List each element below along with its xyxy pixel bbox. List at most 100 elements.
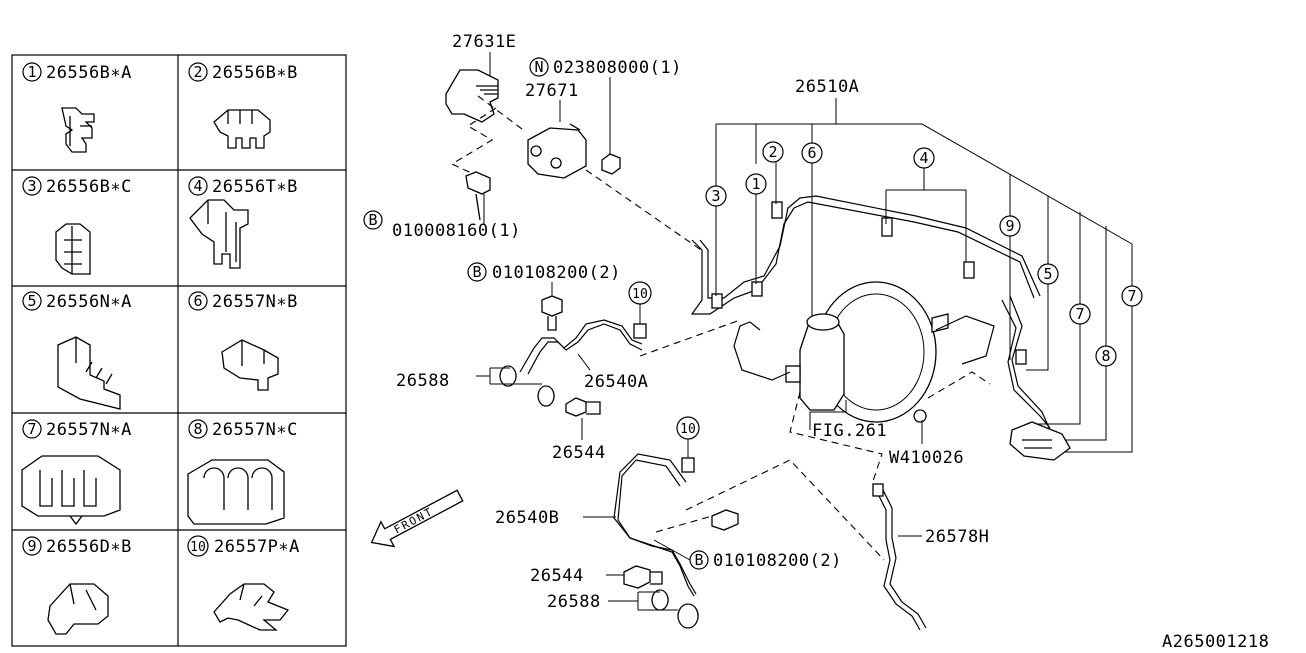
legend-num: 8 bbox=[193, 420, 202, 438]
callout-4: 4 bbox=[885, 147, 967, 262]
union-bolt-icon bbox=[541, 295, 563, 331]
svg-text:10: 10 bbox=[632, 287, 648, 302]
front-arrow: FRONT bbox=[370, 489, 464, 548]
part-27671-label: 27671 bbox=[525, 81, 579, 101]
legend-num: 2 bbox=[193, 63, 202, 81]
callout-10a: 10 bbox=[628, 281, 652, 324]
callout-6: 6 bbox=[801, 142, 823, 164]
svg-text:2: 2 bbox=[768, 143, 777, 161]
callout-10b: 10 bbox=[676, 416, 700, 458]
nut-icon bbox=[601, 153, 621, 175]
clip-1-icon bbox=[61, 107, 95, 153]
svg-text:9: 9 bbox=[1005, 217, 1014, 235]
clip-3-icon bbox=[55, 223, 91, 275]
svg-text:7: 7 bbox=[1075, 305, 1084, 323]
washer-icon bbox=[677, 603, 699, 629]
callout-1: 1 bbox=[745, 173, 767, 284]
legend-cell-8: 8 26557N∗C bbox=[187, 419, 298, 525]
legend-code: 26557P∗A bbox=[214, 537, 300, 557]
callout-2: 2 bbox=[762, 141, 784, 204]
pipe-26578h: 26578H bbox=[872, 483, 989, 631]
legend-num: 6 bbox=[193, 292, 202, 310]
bolt1-code-label: 010008160(1) bbox=[392, 221, 521, 241]
pipe-clip-icon bbox=[771, 201, 783, 219]
legend-code: 26556N∗A bbox=[46, 292, 132, 312]
part-26540b-label: 26540B bbox=[495, 508, 559, 528]
legend-num: 9 bbox=[27, 537, 36, 555]
legend-code: 26557N∗A bbox=[46, 420, 132, 440]
callout-7b: 7 bbox=[1052, 244, 1143, 453]
legend-num: 4 bbox=[193, 177, 202, 195]
legend-num: 7 bbox=[27, 420, 36, 438]
legend-code: 26556T∗B bbox=[212, 177, 298, 197]
callout-8: 8 bbox=[1056, 226, 1117, 441]
clip-4-icon bbox=[189, 199, 249, 269]
part-26510a-label: 26510A bbox=[795, 77, 859, 97]
callout-7a: 7 bbox=[1030, 212, 1091, 425]
svg-text:4: 4 bbox=[919, 149, 928, 167]
front-hose-assembly: B 010108200(2) 10 26588 26540A 26544 bbox=[396, 262, 741, 463]
fig-261-label: FIG.261 bbox=[812, 421, 887, 441]
legend-code: 26556D∗B bbox=[46, 537, 132, 557]
part-26540a-label: 26540A bbox=[584, 372, 648, 392]
legend-cell-6: 6 26557N∗B bbox=[188, 291, 297, 391]
clip-7-icon bbox=[21, 455, 121, 526]
master-cylinder-icon bbox=[799, 319, 845, 411]
bolt-letter: B bbox=[472, 263, 481, 281]
bolt-icon bbox=[465, 171, 491, 221]
part-26544-top-label: 26544 bbox=[552, 443, 606, 463]
legend-cell-10: 10 26557P∗A bbox=[187, 535, 300, 631]
front-arrow-icon bbox=[370, 489, 464, 548]
bolt2-code-label: 010108200(2) bbox=[492, 263, 621, 283]
part-26588-bot-label: 26588 bbox=[547, 592, 601, 612]
nut-letter: N bbox=[534, 58, 543, 76]
diagram-reference-code: A265001218 bbox=[1162, 632, 1269, 652]
washer-icon bbox=[499, 365, 517, 387]
part-26578h-label: 26578H bbox=[925, 527, 989, 547]
bolt-letter: B bbox=[368, 211, 377, 229]
legend-num: 1 bbox=[27, 63, 36, 81]
pipe-clip-icon bbox=[711, 293, 723, 309]
legend-code: 26556B∗A bbox=[46, 63, 132, 83]
pipe-clip-icon bbox=[963, 261, 975, 279]
legend-code: 26557N∗C bbox=[212, 420, 298, 440]
legend-num: 5 bbox=[27, 292, 36, 310]
part-26588-top-label: 26588 bbox=[396, 371, 450, 391]
pipe-clip-icon bbox=[751, 281, 763, 297]
svg-text:10: 10 bbox=[680, 422, 696, 437]
svg-text:1: 1 bbox=[751, 175, 760, 193]
brake-booster: FIG.261 W410026 bbox=[733, 281, 995, 485]
bolt3-code-label: 010108200(2) bbox=[713, 551, 842, 571]
part-w410026-label: W410026 bbox=[889, 448, 964, 468]
part-26544-bot-label: 26544 bbox=[530, 566, 584, 586]
clip-5-icon bbox=[57, 336, 121, 410]
legend-code: 26556B∗B bbox=[212, 63, 298, 83]
svg-text:5: 5 bbox=[1043, 265, 1052, 283]
pipe-clip-icon bbox=[881, 217, 893, 237]
rear-hose-assembly: 10 26540B B 010108200(2) 26544 26588 bbox=[495, 416, 885, 629]
valve-27671-icon bbox=[527, 123, 587, 179]
hose-clip-icon bbox=[681, 457, 695, 473]
front-label: FRONT bbox=[392, 505, 436, 537]
union-bolt-icon bbox=[623, 565, 663, 589]
legend-code: 26556B∗C bbox=[46, 177, 132, 197]
pipe-clip-icon bbox=[1015, 349, 1027, 365]
brake-pipe-26510a: 26510A 3 1 2 6 4 9 5 7 8 7 bbox=[690, 77, 1143, 461]
legend-num: 10 bbox=[190, 540, 206, 555]
legend-cell-2: 2 26556B∗B bbox=[188, 62, 298, 149]
legend-cell-3: 3 26556B∗C bbox=[22, 176, 132, 275]
clip-10-icon bbox=[213, 583, 290, 631]
legend-table: 1 26556B∗A 2 26556B∗B 3 26556B∗C 4 26556… bbox=[11, 54, 347, 647]
svg-text:3: 3 bbox=[711, 187, 720, 205]
callout-3: 3 bbox=[705, 185, 727, 296]
legend-cell-9: 9 26556D∗B bbox=[22, 536, 132, 635]
callout-9: 9 bbox=[999, 174, 1021, 360]
callout-5: 5 bbox=[1026, 196, 1059, 371]
nut-code-label: 023808000(1) bbox=[553, 58, 682, 78]
legend-cell-4: 4 26556T∗B bbox=[188, 176, 298, 269]
clip-9-icon bbox=[47, 583, 109, 635]
bolt-26544-icon bbox=[565, 397, 601, 417]
bracket-27631e-icon bbox=[445, 69, 499, 123]
bolt-letter: B bbox=[694, 551, 703, 569]
legend-cell-1: 1 26556B∗A bbox=[22, 62, 132, 153]
